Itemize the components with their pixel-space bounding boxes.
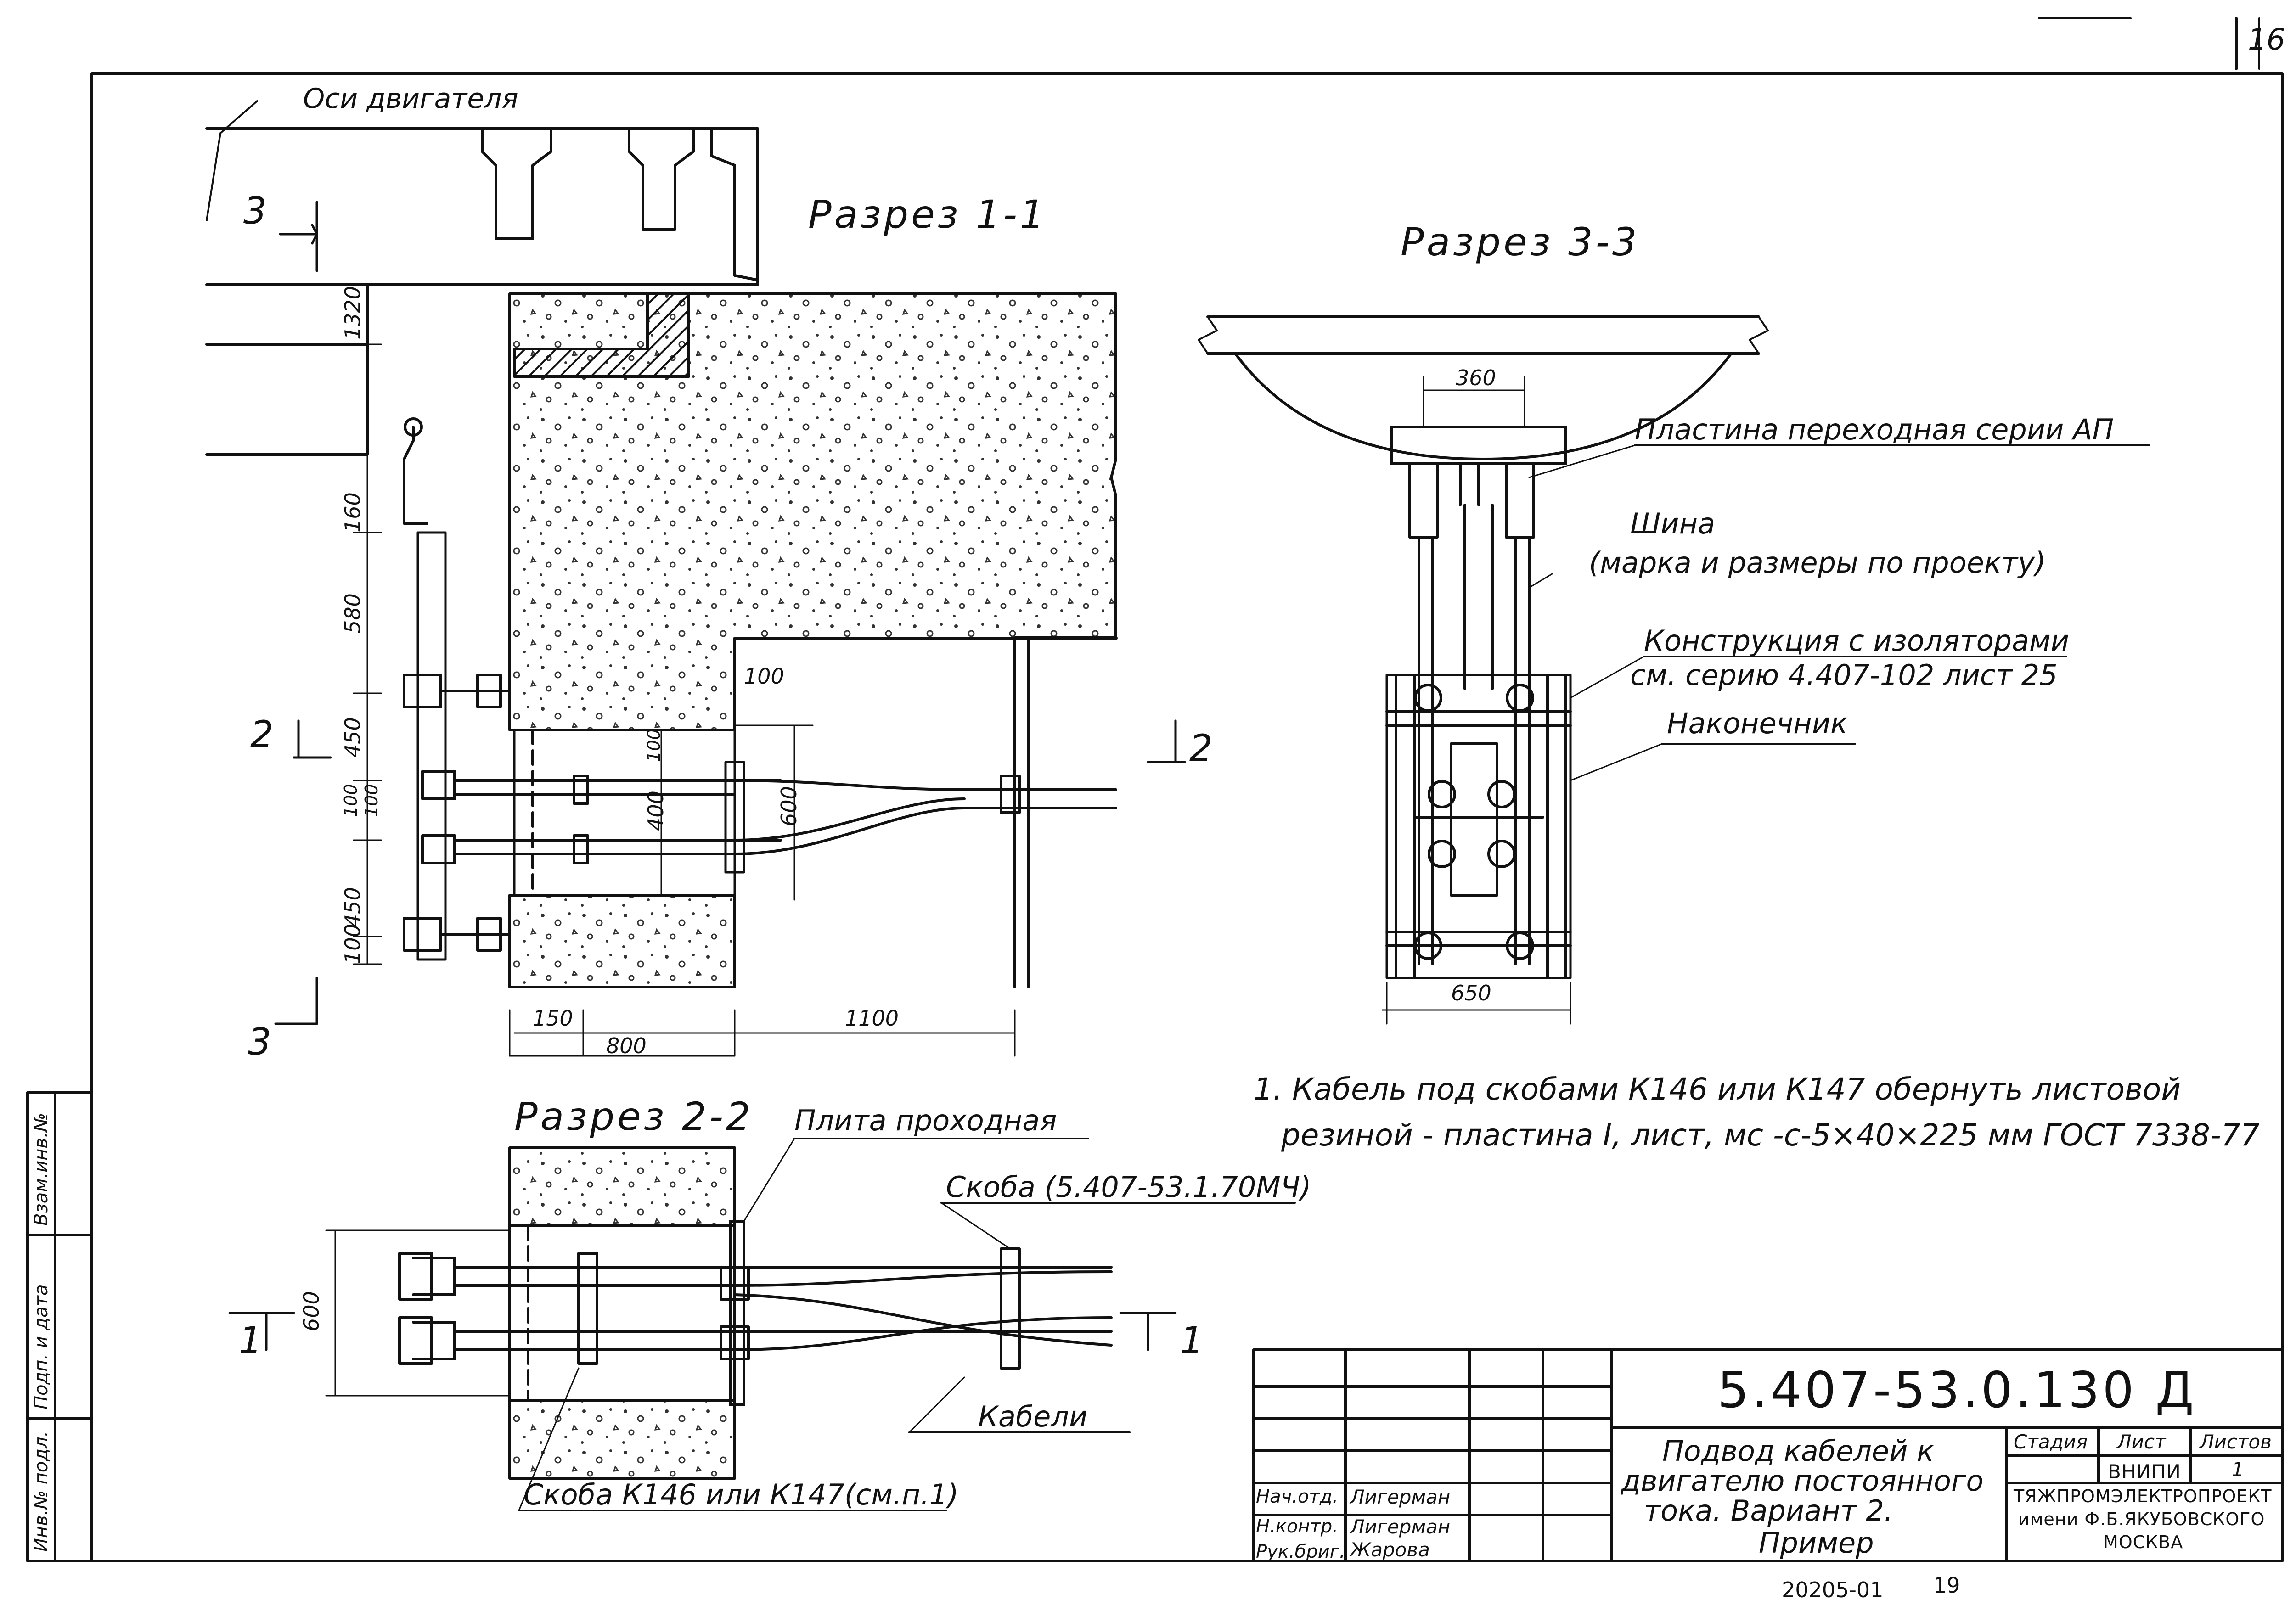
dim-800: 800: [606, 1033, 647, 1058]
org-line-2: ТЯЖПРОМЭЛЕКТРОПРОЕКТ: [2014, 1486, 2272, 1506]
callout-bracket-bottom: Скоба К146 или К147(см.п.1): [523, 1478, 959, 1511]
callout-tip: Наконечник: [1667, 707, 1848, 740]
org-line-4: МОСКВА: [2103, 1532, 2183, 1552]
drawing-frame: [90, 72, 2284, 1562]
org-line-3: имени Ф.Б.ЯКУБОВСКОГО: [2018, 1509, 2265, 1529]
sheet-header: Лист: [2117, 1431, 2166, 1453]
document-code: 5.407-53.0.130 Д: [1717, 1362, 2197, 1419]
section-3-3-geometry: [1198, 315, 2150, 1025]
note-line-1: 1. Кабель под скобами К146 или К147 обер…: [1254, 1072, 2181, 1107]
sig-name-2: Лигерман: [1350, 1516, 1451, 1538]
callout-transition-plate: Пластина переходная серии АП: [1635, 413, 2114, 446]
side-stamp-sign: Подп. и дата: [31, 1284, 52, 1409]
callout-bus-line1: Шина: [1630, 507, 1716, 540]
dim-1100: 1100: [845, 1006, 899, 1031]
cut-marker-2-left: 2: [250, 713, 274, 756]
sig-name-1: Лигерман: [1350, 1486, 1451, 1508]
engine-axis-label: Оси двигателя: [303, 83, 518, 115]
album-number: 20205-01: [1782, 1577, 1884, 1602]
cut-marker-1-right: 1: [1180, 1319, 1204, 1362]
section-1-1-geometry: [205, 100, 1186, 1057]
org-line-1: ВНИПИ: [2108, 1460, 2181, 1483]
cut-marker-3-bottom: 3: [248, 1021, 271, 1063]
side-stamp-strip: [26, 1091, 93, 1562]
callout-pass-plate: Плита проходная: [794, 1104, 1057, 1137]
dim-600-s22: 600: [299, 1291, 324, 1331]
dim-580: 580: [340, 593, 365, 634]
callout-insulator-construction-1: Конструкция с изоляторами: [1644, 624, 2070, 657]
title-block-grid: [1252, 1348, 2284, 1562]
side-stamp-inv: Инв.№ подл.: [31, 1431, 52, 1552]
section-2-2-geometry: [228, 1138, 1296, 1511]
dim-100-a: 100: [341, 784, 361, 817]
section-2-2-title: Разрез 2-2: [514, 1094, 754, 1139]
dim-1320: 1320: [340, 286, 365, 340]
dim-360: 360: [1456, 365, 1496, 390]
sig-role-3: Рук.бриг.: [1256, 1541, 1345, 1562]
cut-marker-2-right: 2: [1189, 727, 1213, 769]
sig-name-3: Жарова: [1350, 1538, 1430, 1561]
sheets-header: Листов: [2200, 1431, 2272, 1453]
dim-100-inner-b: 100: [644, 729, 664, 762]
page-number: 16: [2248, 23, 2285, 57]
dim-450-top: 450: [340, 717, 365, 758]
side-stamp-replace: Взам.инв.№: [31, 1112, 52, 1226]
title-line-2: двигателю постоянного: [1621, 1464, 1984, 1498]
sheets-value: 1: [2232, 1458, 2244, 1481]
dim-450-bottom: 450: [340, 887, 365, 927]
dim-100-b: 100: [361, 784, 382, 817]
section-3-3-title: Разрез 3-3: [1401, 219, 1640, 264]
title-line-3: тока. Вариант 2.: [1644, 1494, 1893, 1527]
callout-bracket-top: Скоба (5.407-53.1.70МЧ): [946, 1170, 1311, 1204]
title-line-4: Пример: [1759, 1526, 1874, 1560]
callout-bus-line2: (марка и размеры по проекту): [1589, 546, 2046, 579]
dim-100-inner: 100: [744, 664, 784, 689]
dim-400-inner: 400: [643, 791, 668, 831]
dim-600-inner: 600: [777, 786, 801, 826]
dim-650: 650: [1451, 981, 1491, 1005]
section-1-1-title: Разрез 1-1: [808, 192, 1047, 237]
title-line-1: Подвод кабелей к: [1662, 1434, 1934, 1468]
sig-role-1: Нач.отд.: [1256, 1486, 1339, 1507]
callout-insulator-construction-2: см. серию 4.407-102 лист 25: [1630, 658, 2058, 692]
note-line-2: резиной - пластина I, лист, мс -с-5×40×2…: [1281, 1117, 2260, 1153]
cut-marker-3-top: 3: [243, 190, 267, 232]
callout-cables: Кабели: [978, 1400, 1088, 1433]
page-in-album: 19: [1933, 1573, 1960, 1598]
stage-header: Стадия: [2014, 1431, 2088, 1453]
dim-100-c: 100: [340, 924, 365, 964]
dim-160: 160: [340, 492, 365, 533]
dim-150: 150: [533, 1006, 573, 1031]
cut-marker-1-left: 1: [239, 1319, 262, 1362]
sig-role-2: Н.контр.: [1256, 1516, 1338, 1537]
